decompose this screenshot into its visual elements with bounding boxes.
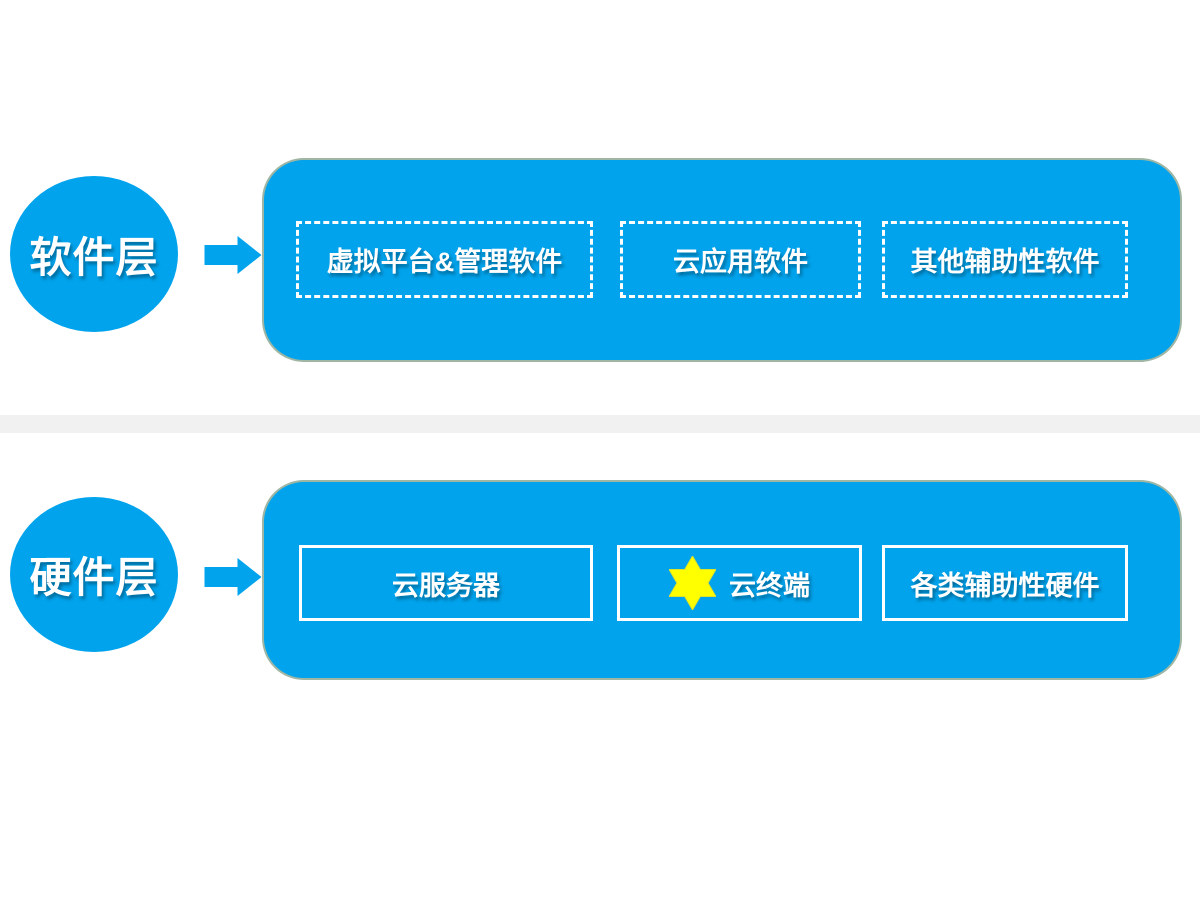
hardware-item-box: 各类辅助性硬件 — [882, 545, 1128, 621]
hardware-layer-panel: 云服务器 云终端 各类辅助性硬件 — [262, 480, 1182, 680]
hardware-item-label: 云终端 — [729, 570, 810, 601]
hardware-layer-label: 硬件层 — [29, 554, 159, 601]
software-item-box: 其他辅助性软件 — [882, 221, 1128, 298]
hardware-item-label: 云服务器 — [392, 570, 500, 601]
software-item-label: 虚拟平台&管理软件 — [326, 247, 563, 277]
software-layer-circle: 软件层 — [10, 176, 178, 332]
right-arrow-icon — [204, 236, 262, 274]
right-arrow-icon — [204, 558, 262, 596]
hardware-layer-circle: 硬件层 — [10, 497, 178, 652]
software-item-label: 其他辅助性软件 — [910, 247, 1100, 277]
software-item-label: 云应用软件 — [673, 247, 808, 277]
software-layer-label: 软件层 — [29, 233, 159, 281]
hardware-item-box: 云终端 — [617, 545, 862, 621]
hardware-item-box: 云服务器 — [299, 545, 593, 621]
hardware-item-label: 各类辅助性硬件 — [910, 570, 1100, 601]
section-separator — [0, 415, 1200, 433]
software-layer-panel: 虚拟平台&管理软件 云应用软件 其他辅助性软件 — [262, 158, 1182, 362]
six-pointed-star-icon — [669, 556, 716, 610]
software-item-box: 云应用软件 — [620, 221, 861, 298]
software-item-box: 虚拟平台&管理软件 — [296, 221, 593, 298]
